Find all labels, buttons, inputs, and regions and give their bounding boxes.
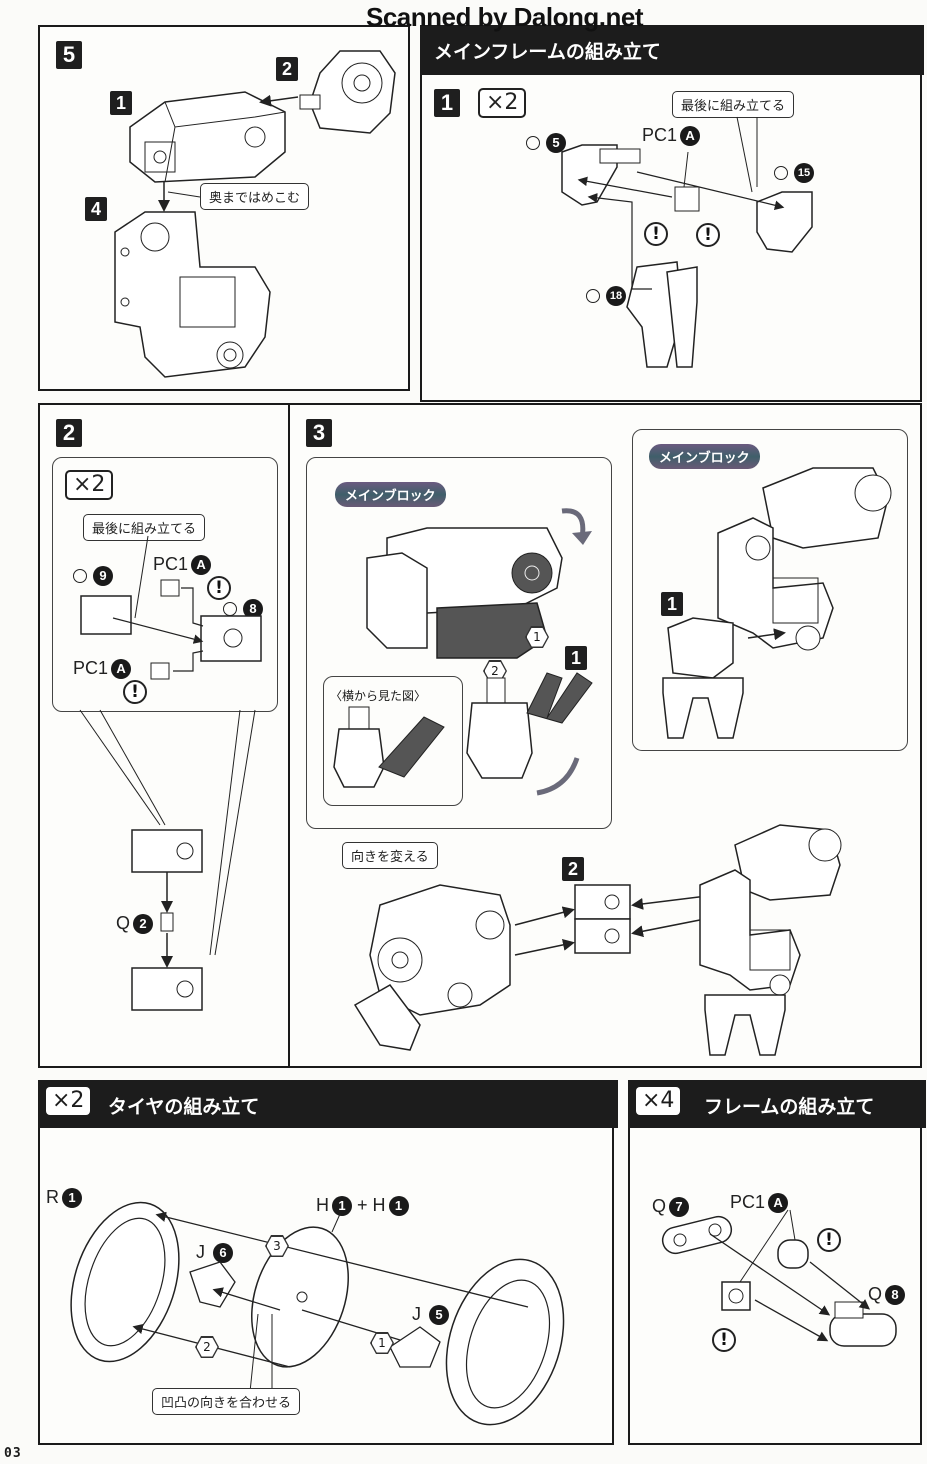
tire-title: タイヤの組み立て: [108, 1096, 260, 1118]
warning-icon: !: [123, 680, 147, 704]
part-label-O18: 18: [586, 285, 626, 307]
sequence-step-1: 1: [370, 1332, 394, 1354]
step3-ref-1: 1: [661, 592, 683, 616]
step1-multiplier: ×2: [478, 88, 527, 118]
step5-panel: 5 1 2 4 奥まではめこむ: [38, 25, 410, 391]
step1-parts-illustration: [561, 116, 813, 368]
step2-lower-illustration: [79, 709, 256, 1011]
step2-number: 2: [56, 419, 82, 447]
warning-icon: !: [644, 222, 668, 246]
sequence-step-2: 2: [195, 1336, 219, 1358]
change-direction-callout: 向きを変える: [342, 842, 438, 869]
frame-title: フレームの組み立て: [704, 1096, 875, 1118]
sequence-step-3: 3: [265, 1235, 289, 1257]
main-block-assembled-illustration: [717, 467, 892, 651]
sequence-step-1: 1: [525, 626, 549, 648]
part-label-O9: 9: [73, 565, 113, 587]
warning-icon: !: [712, 1328, 736, 1352]
step5-ref-2: 2: [276, 57, 298, 81]
step1-number: 1: [434, 89, 460, 117]
part-label-O15: 15: [774, 162, 814, 184]
upper-block-illustration: [129, 91, 286, 183]
step2-parts-illustration: [80, 535, 262, 680]
tire-panel: ×2 タイヤの組み立て R1 H1 + H1 J 6 J 5 R1 3 1 2 …: [38, 1080, 618, 1445]
leg-joint-illustration: [466, 672, 593, 796]
warning-icon: !: [817, 1228, 841, 1252]
step2-multiplier: ×2: [65, 470, 114, 500]
frame-multiplier: ×4: [636, 1087, 681, 1115]
main-block-label: メインブロック: [335, 482, 446, 507]
frame-parts-illustration: [661, 1209, 897, 1347]
tire-multiplier: ×2: [46, 1087, 91, 1115]
lower-frame-illustration: [114, 211, 271, 378]
step3-ref-1: 1: [565, 646, 587, 670]
step3-left-inset: メインブロック 1 2 1 〈横から見た図〉: [306, 457, 612, 829]
step3-number: 3: [306, 419, 332, 447]
step3-ref-2: 2: [562, 857, 584, 881]
watermark: Scanned by Dalong.net: [366, 2, 644, 32]
step5-ref-1: 1: [110, 91, 132, 115]
main-frame-header: メインフレームの組み立て: [420, 25, 924, 75]
rotate-arrow-icon: [561, 508, 592, 545]
step3-right-inset: メインブロック 1: [632, 429, 908, 751]
tire-parts-illustration: [70, 1201, 565, 1426]
step5-callout: 奥まではめこむ: [200, 183, 310, 210]
final-frame-illustration: [699, 824, 842, 1056]
step2-callout: 最後に組み立てる: [83, 514, 206, 541]
main-block-illustration: [366, 527, 563, 659]
cylinder-part-illustration: [299, 50, 396, 134]
rotated-assembly-illustration: [353, 884, 511, 1051]
part-label-O5: 5: [526, 132, 566, 154]
step5-number: 5: [56, 41, 82, 69]
step3-panel: 3 メインブロック 1 2 1 〈横から見た図〉: [288, 403, 922, 1068]
warning-icon: !: [207, 576, 231, 600]
part-label-J6: J 6: [196, 1242, 234, 1264]
step5-arrows: [158, 94, 299, 212]
step5-ref-4: 4: [85, 197, 107, 221]
page-number: 03: [4, 1446, 22, 1461]
side-view-label: 〈横から見た図〉: [330, 689, 427, 703]
main-block-label: メインブロック: [649, 444, 760, 469]
sequence-step-2: 2: [483, 660, 507, 682]
main-frame-title: メインフレームの組み立て: [434, 41, 661, 63]
tire-header: ×2 タイヤの組み立て: [38, 1080, 618, 1128]
step1-callout: 最後に組み立てる: [672, 91, 795, 118]
side-view-illustration: [333, 706, 445, 788]
connector-blocks-illustration: [514, 884, 716, 956]
part-label-J5: J 5: [412, 1304, 450, 1326]
warning-icon: !: [696, 223, 720, 247]
tire-callout: 凹凸の向きを合わせる: [152, 1388, 301, 1415]
side-view-inset: 〈横から見た図〉: [323, 676, 463, 806]
clamp-part-illustration: [662, 617, 786, 739]
frame-header: ×4 フレームの組み立て: [628, 1080, 926, 1128]
